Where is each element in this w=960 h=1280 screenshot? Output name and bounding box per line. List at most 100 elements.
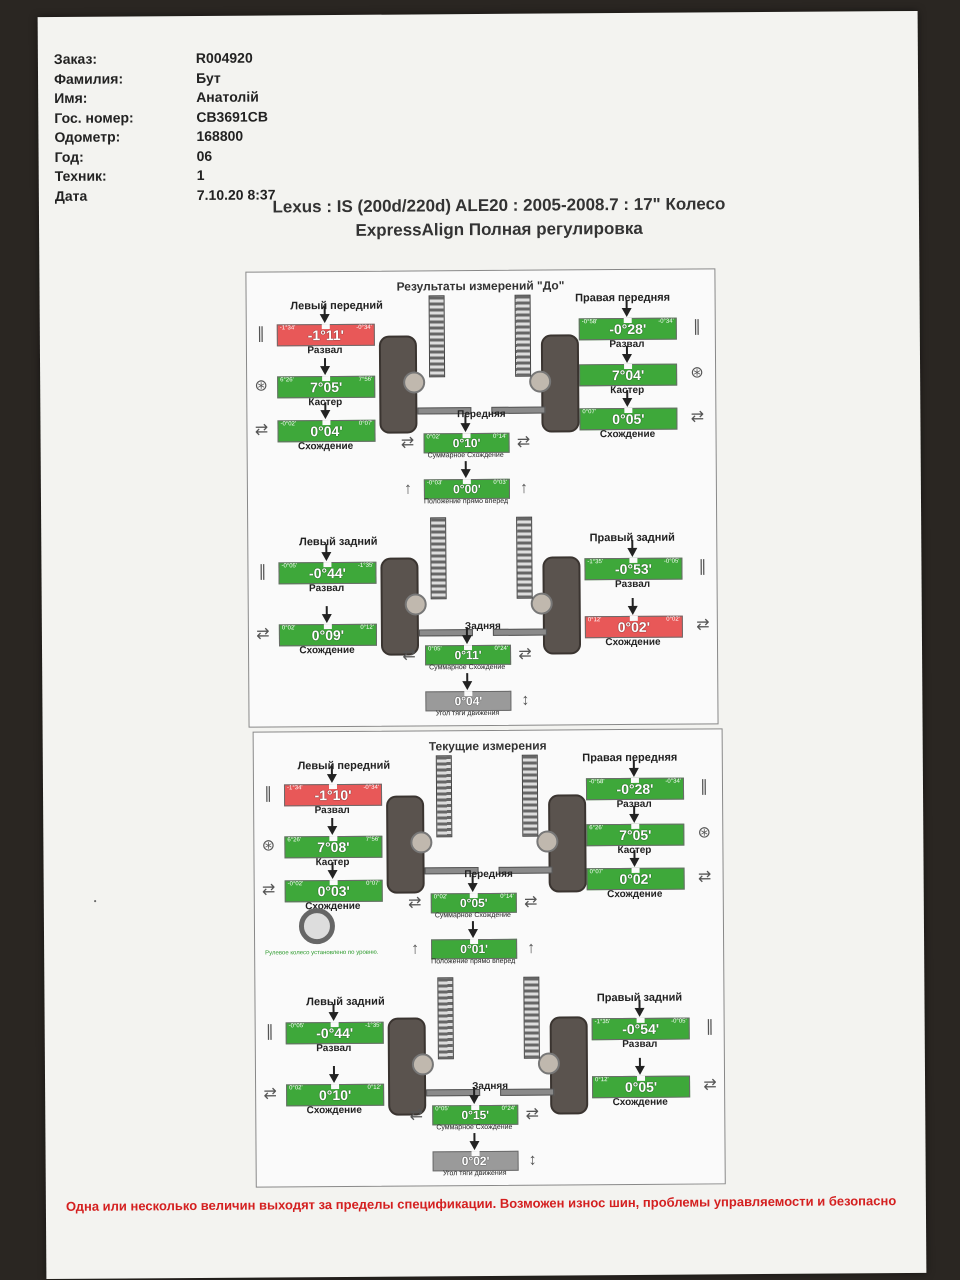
order-info-value: СВ3691СВ: [196, 107, 268, 125]
order-info-key: Гос. номер:: [54, 108, 134, 126]
rear-suspension-left-strut: [437, 977, 454, 1060]
rr-toe-value: 0°05': [624, 1078, 658, 1096]
rf-camber-pointer-icon: [628, 767, 639, 777]
rf-caster-pointer-icon: [621, 353, 633, 364]
thrust-angle-label: Угол тяги движения: [442, 1169, 507, 1178]
lf-camber-gauge: -1°34'-0°34'-1°10': [283, 783, 383, 807]
rear-total-toe-pointer-icon: [461, 635, 472, 645]
camber-icon: ∥: [699, 778, 709, 796]
rear-total-toe-label: Суммарное Схождение: [436, 1123, 513, 1132]
steer-ahead-icon: ↑: [403, 480, 412, 498]
front-toe-icon: ⇄: [516, 433, 531, 451]
front-suspension-left-strut: [435, 755, 453, 838]
rf-toe-pointer-icon: [622, 397, 633, 408]
lr-camber-pointer-icon: [321, 552, 332, 562]
toe-icon: ⇄: [261, 881, 276, 899]
rear-total-toe-pointer-icon: [469, 1095, 480, 1105]
toe-icon: ⇄: [254, 421, 269, 439]
rear-total-toe-gauge: 0°05'0°24'0°11': [425, 644, 512, 666]
rr-camber-pointer-icon: [627, 547, 638, 557]
steer-ahead-icon: ↑: [411, 940, 420, 958]
vehicle-title-line2: ExpressAlign Полная регулировка: [355, 218, 643, 240]
steer-ahead-pointer-icon: [467, 929, 479, 939]
lf-caster-value: 7°08': [317, 838, 350, 856]
steer-ahead-label: Положение прямо вперед: [431, 957, 516, 966]
rf-camber-pointer-icon: [621, 307, 632, 318]
front-suspension-left-hub: [410, 831, 433, 854]
rear-total-toe-value: 0°15': [461, 1107, 490, 1123]
order-info-row: Год:06: [55, 147, 276, 168]
lf-camber-label: Развал: [314, 804, 350, 817]
steering-wheel-icon: [298, 908, 336, 945]
rf-camber-gauge: -0°58'-0°34'-0°28': [585, 777, 685, 801]
lf-toe-label: Схождение: [305, 900, 361, 913]
front-suspension-right-hub: [536, 830, 559, 853]
rear-toe-icon: ⇄: [518, 645, 532, 663]
thrust-angle-value: 0°02': [461, 1153, 490, 1169]
order-info-row: Фамилия:Бут: [54, 69, 275, 90]
order-info-key: Заказ:: [53, 50, 98, 67]
thrust-angle-label: Угол тяги движения: [435, 709, 500, 718]
lr-camber-label: Развал: [316, 1042, 352, 1055]
lf-caster-pointer-icon: [327, 826, 338, 836]
vehicle-title: Lexus : IS (200d/220d) ALE20 : 2005-2008…: [219, 192, 779, 244]
left-rear-title: Левый задний: [299, 535, 378, 549]
rf-camber-value: -0°28': [616, 780, 654, 798]
front-total-toe-gauge: 0°02'0°14'0°05': [430, 892, 517, 914]
steer-ahead-gauge: -0°03'0°03'0°00': [423, 478, 510, 500]
rf-toe-value: 0°02': [619, 870, 652, 888]
rr-toe-pointer-icon: [634, 1065, 646, 1075]
lr-toe-value: 0°10': [318, 1086, 352, 1104]
thrust-icon: ↕: [521, 691, 530, 709]
camber-icon: ∥: [258, 563, 267, 581]
lr-toe-pointer-icon: [328, 1074, 340, 1084]
rf-caster-gauge: 7°04': [579, 363, 678, 387]
order-info-row: Одометр:168800: [54, 127, 275, 148]
camber-icon: ∥: [705, 1018, 714, 1036]
lr-toe-value: 0°09': [311, 626, 345, 644]
lr-camber-gauge: -0°05'-1°35'-0°44': [278, 561, 377, 585]
rear-suspension-right-hub: [537, 1052, 561, 1075]
lf-caster-pointer-icon: [320, 366, 331, 376]
rf-camber-value: -0°28': [609, 320, 647, 338]
rr-camber-gauge: -1°35'-0°05'-0°53': [584, 557, 683, 581]
rf-caster-value: 7°05': [619, 826, 652, 844]
right-front-title: Правая передняя: [575, 291, 671, 305]
order-info-value: 1: [196, 166, 205, 183]
lf-toe-value: 0°04': [310, 422, 343, 440]
order-info-row: Гос. номер: СВ3691СВ: [54, 108, 275, 129]
left-rear-title: Левый задний: [306, 995, 385, 1009]
thrust-angle-value: 0°04': [454, 693, 483, 709]
rf-toe-gauge: 0°07'0°02': [586, 867, 685, 891]
rr-toe-gauge: 0°12'0°05': [592, 1075, 691, 1099]
steer-ahead-value: 0°01': [460, 941, 489, 957]
rear-axle-title: Задняя: [472, 1080, 509, 1093]
front-total-toe-pointer-icon: [467, 883, 478, 893]
lf-camber-value: -1°10': [314, 786, 352, 804]
lf-caster-gauge: 6°26'7°56'7°05': [277, 375, 376, 399]
lr-camber-label: Развал: [309, 582, 345, 595]
camber-icon: ∥: [265, 1023, 274, 1041]
lr-camber-pointer-icon: [328, 1012, 339, 1022]
rf-caster-value: 7°04': [611, 366, 645, 384]
warning-text: Одна или несколько величин выходят за пр…: [65, 1193, 897, 1214]
toe-icon: ⇄: [690, 408, 705, 426]
left-front-title: Левый передний: [290, 299, 383, 313]
thrust-angle-gauge: 0°04': [425, 690, 512, 712]
lf-caster-gauge: 6°26'7°56'7°08': [284, 835, 383, 859]
order-info-value: Бут: [195, 69, 221, 86]
lf-camber-value: -1°11': [307, 326, 344, 344]
order-info-value: Анатолій: [196, 88, 259, 105]
lr-toe-pointer-icon: [321, 614, 332, 624]
toe-icon: ⇄: [703, 1076, 717, 1094]
rf-toe-label: Схождение: [599, 428, 656, 441]
order-info-key: Имя:: [54, 89, 88, 106]
camber-icon: ∥: [263, 785, 273, 803]
camber-icon: ∥: [698, 558, 707, 576]
lf-caster-value: 7°05': [309, 378, 343, 396]
rf-toe-value: 0°05': [612, 410, 645, 428]
rear-toe-icon: ⇄: [525, 1105, 540, 1123]
steer-ahead-value: 0°00': [453, 482, 481, 497]
